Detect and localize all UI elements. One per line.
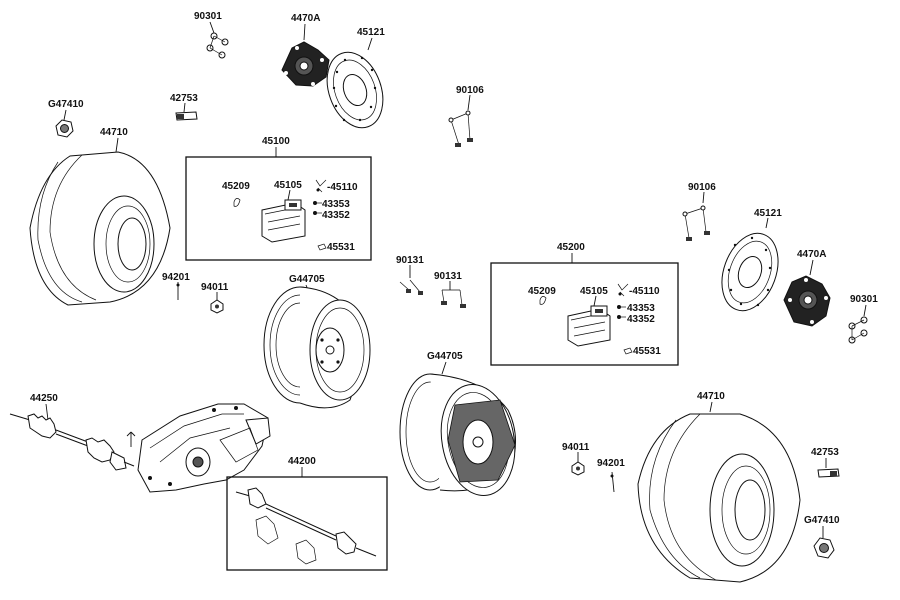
label-45105-a: 45105	[274, 180, 302, 191]
label-G47410-right: G47410	[804, 515, 840, 526]
part-90301-top-bolts	[206, 21, 229, 59]
part-G47410-top-nut	[55, 109, 74, 138]
part-90301-right-bolts	[848, 304, 868, 344]
part-45209-a-spring	[233, 198, 241, 207]
part-90131-b-bolts	[441, 281, 466, 308]
label-45209-a: 45209	[222, 181, 250, 192]
part-45110-b-pin	[617, 283, 629, 297]
label-90131-b: 90131	[434, 271, 462, 282]
label-44710-right: 44710	[697, 391, 725, 402]
part-94201-left-valve	[176, 282, 180, 300]
part-90131-a-bolts	[399, 265, 423, 295]
part-90106-right-bolts	[682, 191, 710, 241]
label-45100: 45100	[262, 136, 290, 147]
part-45531-a-clip	[317, 243, 327, 251]
label-45531-a: 45531	[327, 242, 355, 253]
label-G44705-left: G44705	[289, 274, 325, 285]
label-94201-right: 94201	[597, 458, 625, 469]
part-G44705-right-rim	[399, 361, 516, 497]
part-43352-a-cap	[313, 211, 322, 215]
label-4470A-top: 4470A	[291, 13, 320, 24]
label-44250: 44250	[30, 393, 58, 404]
label-44200: 44200	[288, 456, 316, 467]
label-90301-top: 90301	[194, 11, 222, 22]
part-45121-top-disc	[326, 37, 384, 129]
label-4470A-right: 4470A	[797, 249, 826, 260]
part-42753-right-cap	[817, 458, 840, 478]
label-G44705-right: G44705	[427, 351, 463, 362]
part-43353-a-bleeder	[313, 201, 322, 205]
part-43353-b-bleeder	[617, 305, 626, 309]
label-45209-b: 45209	[528, 286, 556, 297]
part-45531-b-clip	[623, 347, 633, 355]
label-90131-a: 90131	[396, 255, 424, 266]
group-box-45100	[185, 156, 372, 261]
label-45200: 45200	[557, 242, 585, 253]
part-44200-shaft-kit	[235, 487, 377, 565]
label-43352-a: 43352	[322, 210, 350, 221]
part-G44705-left-rim	[263, 284, 371, 409]
part-45105-b-caliper	[567, 295, 611, 347]
label-45110-b: -45110	[629, 286, 660, 297]
label-45121-top: 45121	[357, 27, 385, 38]
part-G47410-right-nut	[813, 526, 835, 559]
label-42753-right: 42753	[811, 447, 839, 458]
part-45121-right-disc	[721, 217, 779, 312]
group-box-44200	[226, 476, 388, 571]
part-45209-b-spring	[539, 296, 547, 305]
part-94011-right-nut	[571, 452, 585, 476]
label-45110-a: -45110	[327, 182, 358, 193]
part-4470A-top-hub	[281, 23, 330, 87]
label-43353-b: 43353	[627, 303, 655, 314]
label-90106-right: 90106	[688, 182, 716, 193]
label-G47410-top: G47410	[48, 99, 84, 110]
label-90301-right: 90301	[850, 294, 878, 305]
label-94011-left: 94011	[201, 282, 229, 293]
label-43352-b: 43352	[627, 314, 655, 325]
group-box-45200	[490, 262, 679, 366]
part-44250-drive-shaft	[9, 403, 135, 471]
part-94011-left-nut	[210, 292, 224, 314]
part-90106-top-bolts	[448, 94, 473, 147]
label-45105-b: 45105	[580, 286, 608, 297]
part-44710-right-tire	[637, 401, 801, 583]
part-45110-a-pin	[315, 179, 327, 193]
part-45105-a-caliper	[261, 189, 306, 243]
part-42753-top-cap	[175, 102, 198, 121]
label-42753-top: 42753	[170, 93, 198, 104]
label-44710-left: 44710	[100, 127, 128, 138]
label-94201-left: 94201	[162, 272, 190, 283]
label-45531-b: 45531	[633, 346, 661, 357]
part-4470A-right-hub	[783, 259, 831, 327]
label-94011-right: 94011	[562, 442, 590, 453]
label-90106-top: 90106	[456, 85, 484, 96]
part-94201-right-valve	[610, 471, 615, 493]
part-44710-left-tire	[29, 137, 171, 306]
part-43352-b-cap	[617, 315, 626, 319]
part-rear-gearbox	[126, 403, 271, 493]
label-45121-right: 45121	[754, 208, 782, 219]
label-43353-a: 43353	[322, 199, 350, 210]
